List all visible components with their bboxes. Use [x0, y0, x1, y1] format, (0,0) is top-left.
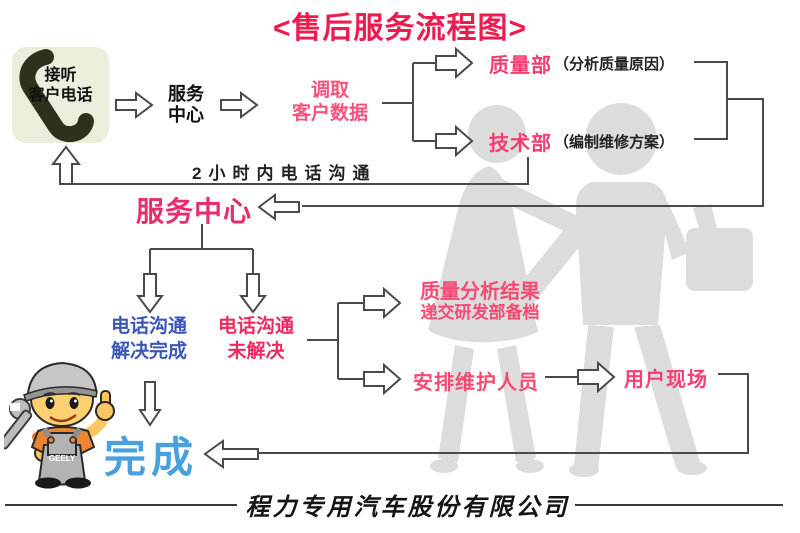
arrow-left-to-complete	[203, 439, 259, 469]
silhouette-man-arm	[655, 196, 690, 260]
mascot-smile	[49, 413, 77, 423]
silhouette-man-arm	[494, 200, 606, 330]
mascot-cap-brim	[23, 386, 98, 402]
two-hour-note: 2小时内电话沟通	[192, 164, 377, 183]
wrench-icon	[4, 398, 33, 450]
connector-two-hour-loop	[66, 157, 529, 185]
arrow-right-to-quality-dept	[435, 46, 474, 80]
arrow-down-to-unresolved	[239, 273, 267, 314]
complete-label: 完成	[104, 434, 199, 481]
service-center-label: 服务中心	[136, 196, 253, 227]
connector-dept-merge	[694, 61, 728, 140]
connector-retrieve-split	[382, 62, 437, 142]
silhouette-man-leg	[634, 325, 700, 468]
silhouette-woman-arm	[494, 178, 590, 240]
user-site-label: 用户现场	[624, 369, 708, 391]
arrow-left-to-service-center	[257, 193, 300, 221]
arrow-down-to-complete	[138, 381, 162, 427]
company-name: 程力专用汽车股份有限公司	[245, 495, 570, 521]
arrow-right-center-to-retrieve	[220, 91, 259, 119]
silhouette-woman-leg	[497, 345, 536, 462]
mascot-brand-text: GEELY	[49, 454, 76, 463]
connector-service-split	[149, 224, 254, 276]
page-title: <售后服务流程图>	[272, 12, 528, 45]
tech-dept-label: 技术部 （编制维修方案）	[489, 133, 675, 155]
answer-call-box	[12, 47, 109, 143]
silhouette-woman-head	[468, 105, 526, 163]
arrow-right-to-user-site	[577, 360, 616, 394]
silhouette-woman-leg	[438, 345, 474, 462]
quality-result-label: 质量分析结果 递交研发部备档	[420, 281, 540, 322]
silhouette-man-head	[585, 103, 657, 175]
unresolved-label: 电话沟通 未解决	[217, 316, 294, 362]
connector-to-service-center	[302, 98, 764, 207]
arrow-down-to-resolved	[136, 273, 164, 314]
silhouette-bag	[686, 228, 753, 291]
silhouette-man-leg	[574, 325, 614, 470]
mascot-boot	[65, 477, 91, 489]
arrow-right-to-quality-result	[363, 286, 402, 320]
mechanic-mascot: GEELY	[4, 361, 115, 489]
quality-dept-label: 质量部 （分析质量原因）	[489, 55, 675, 77]
arrow-right-call-to-center	[115, 91, 154, 119]
resolved-label: 电话沟通 解决完成	[110, 316, 187, 362]
arrow-right-to-tech-dept	[435, 124, 474, 158]
footer-rule-left	[5, 504, 237, 506]
silhouette-bag-handle	[693, 204, 718, 232]
connector-unresolved-split	[307, 302, 366, 380]
arrow-right-to-arrange-staff	[363, 362, 402, 396]
connector-user-site-loop	[250, 373, 749, 454]
arrow-up-to-answer-call	[50, 145, 82, 185]
retrieve-data-label: 调取 客户数据	[291, 80, 368, 124]
mascot-boot	[35, 477, 61, 489]
arrange-staff-label: 安排维护人员	[413, 372, 539, 394]
service-center-top-label: 服务 中心	[168, 84, 204, 125]
phone-handset-icon	[19, 49, 94, 143]
footer-rule-right	[575, 504, 783, 506]
answer-call-label: 接听 客户电话	[28, 67, 93, 104]
